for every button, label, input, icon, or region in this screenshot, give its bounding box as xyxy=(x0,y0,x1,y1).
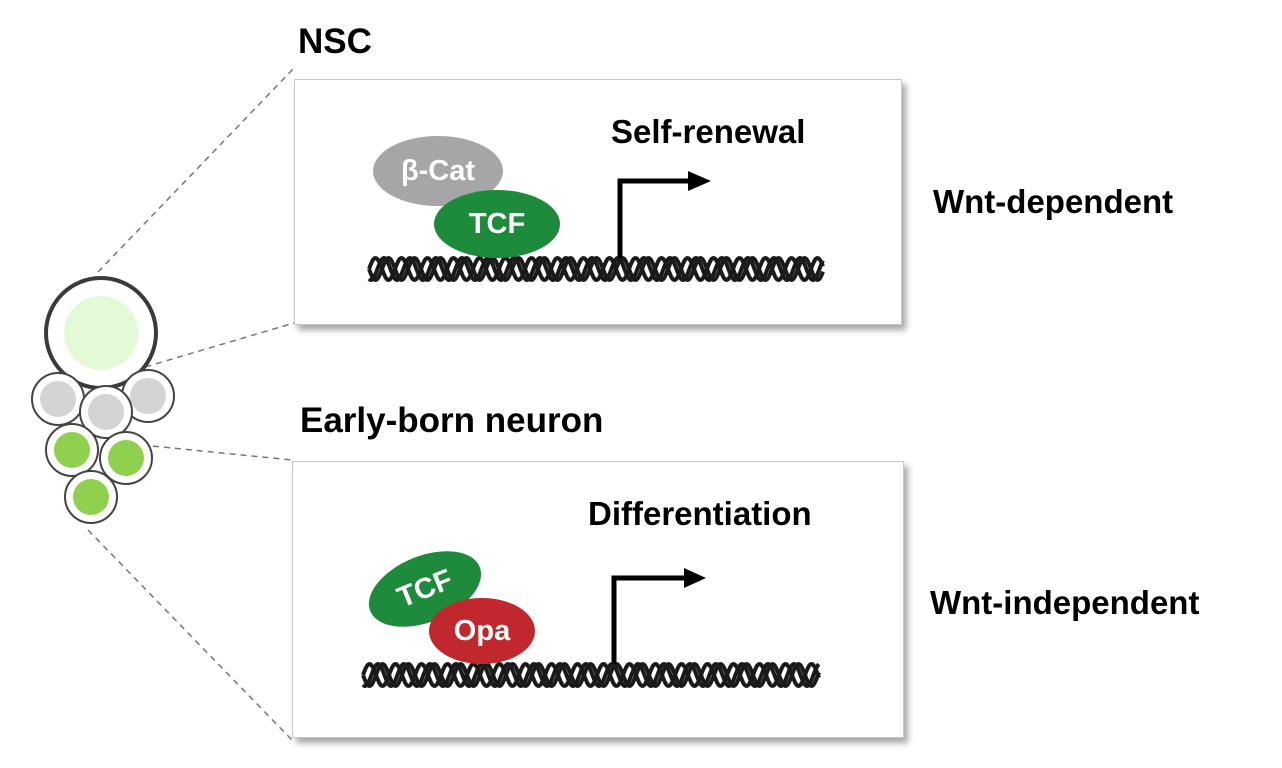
nsc-cell xyxy=(44,276,158,390)
beta-catenin-label: β-Cat xyxy=(400,154,476,187)
dna-helix-top xyxy=(367,255,825,283)
wnt-independent-label: Wnt-independent xyxy=(930,584,1200,621)
tcf-label-top: TCF xyxy=(468,207,526,240)
self-renewal-label: Self-renewal xyxy=(611,113,806,150)
dna-strand xyxy=(367,255,825,283)
progenitor-cells xyxy=(31,369,175,439)
tss-arrow-top xyxy=(617,171,711,258)
dna-strand xyxy=(361,661,821,689)
zoom-lines xyxy=(87,67,295,741)
wnt-dependent-label: Wnt-dependent xyxy=(933,183,1174,220)
opa-factor: Opa xyxy=(429,598,535,664)
nsc-nucleus xyxy=(64,296,138,370)
dna-strand xyxy=(367,256,825,282)
dna-strand xyxy=(361,662,821,688)
nsc-title: NSC xyxy=(298,22,372,61)
early-neuron-title: Early-born neuron xyxy=(300,401,604,440)
opa-label: Opa xyxy=(453,614,511,647)
dna-helix-bottom xyxy=(361,661,821,689)
neuron-cells xyxy=(45,423,153,524)
tcf-factor-top: TCF xyxy=(434,190,560,258)
tss-arrow-bottom xyxy=(611,568,706,664)
differentiation-label: Differentiation xyxy=(588,495,812,532)
self-renewal-panel xyxy=(294,79,902,325)
